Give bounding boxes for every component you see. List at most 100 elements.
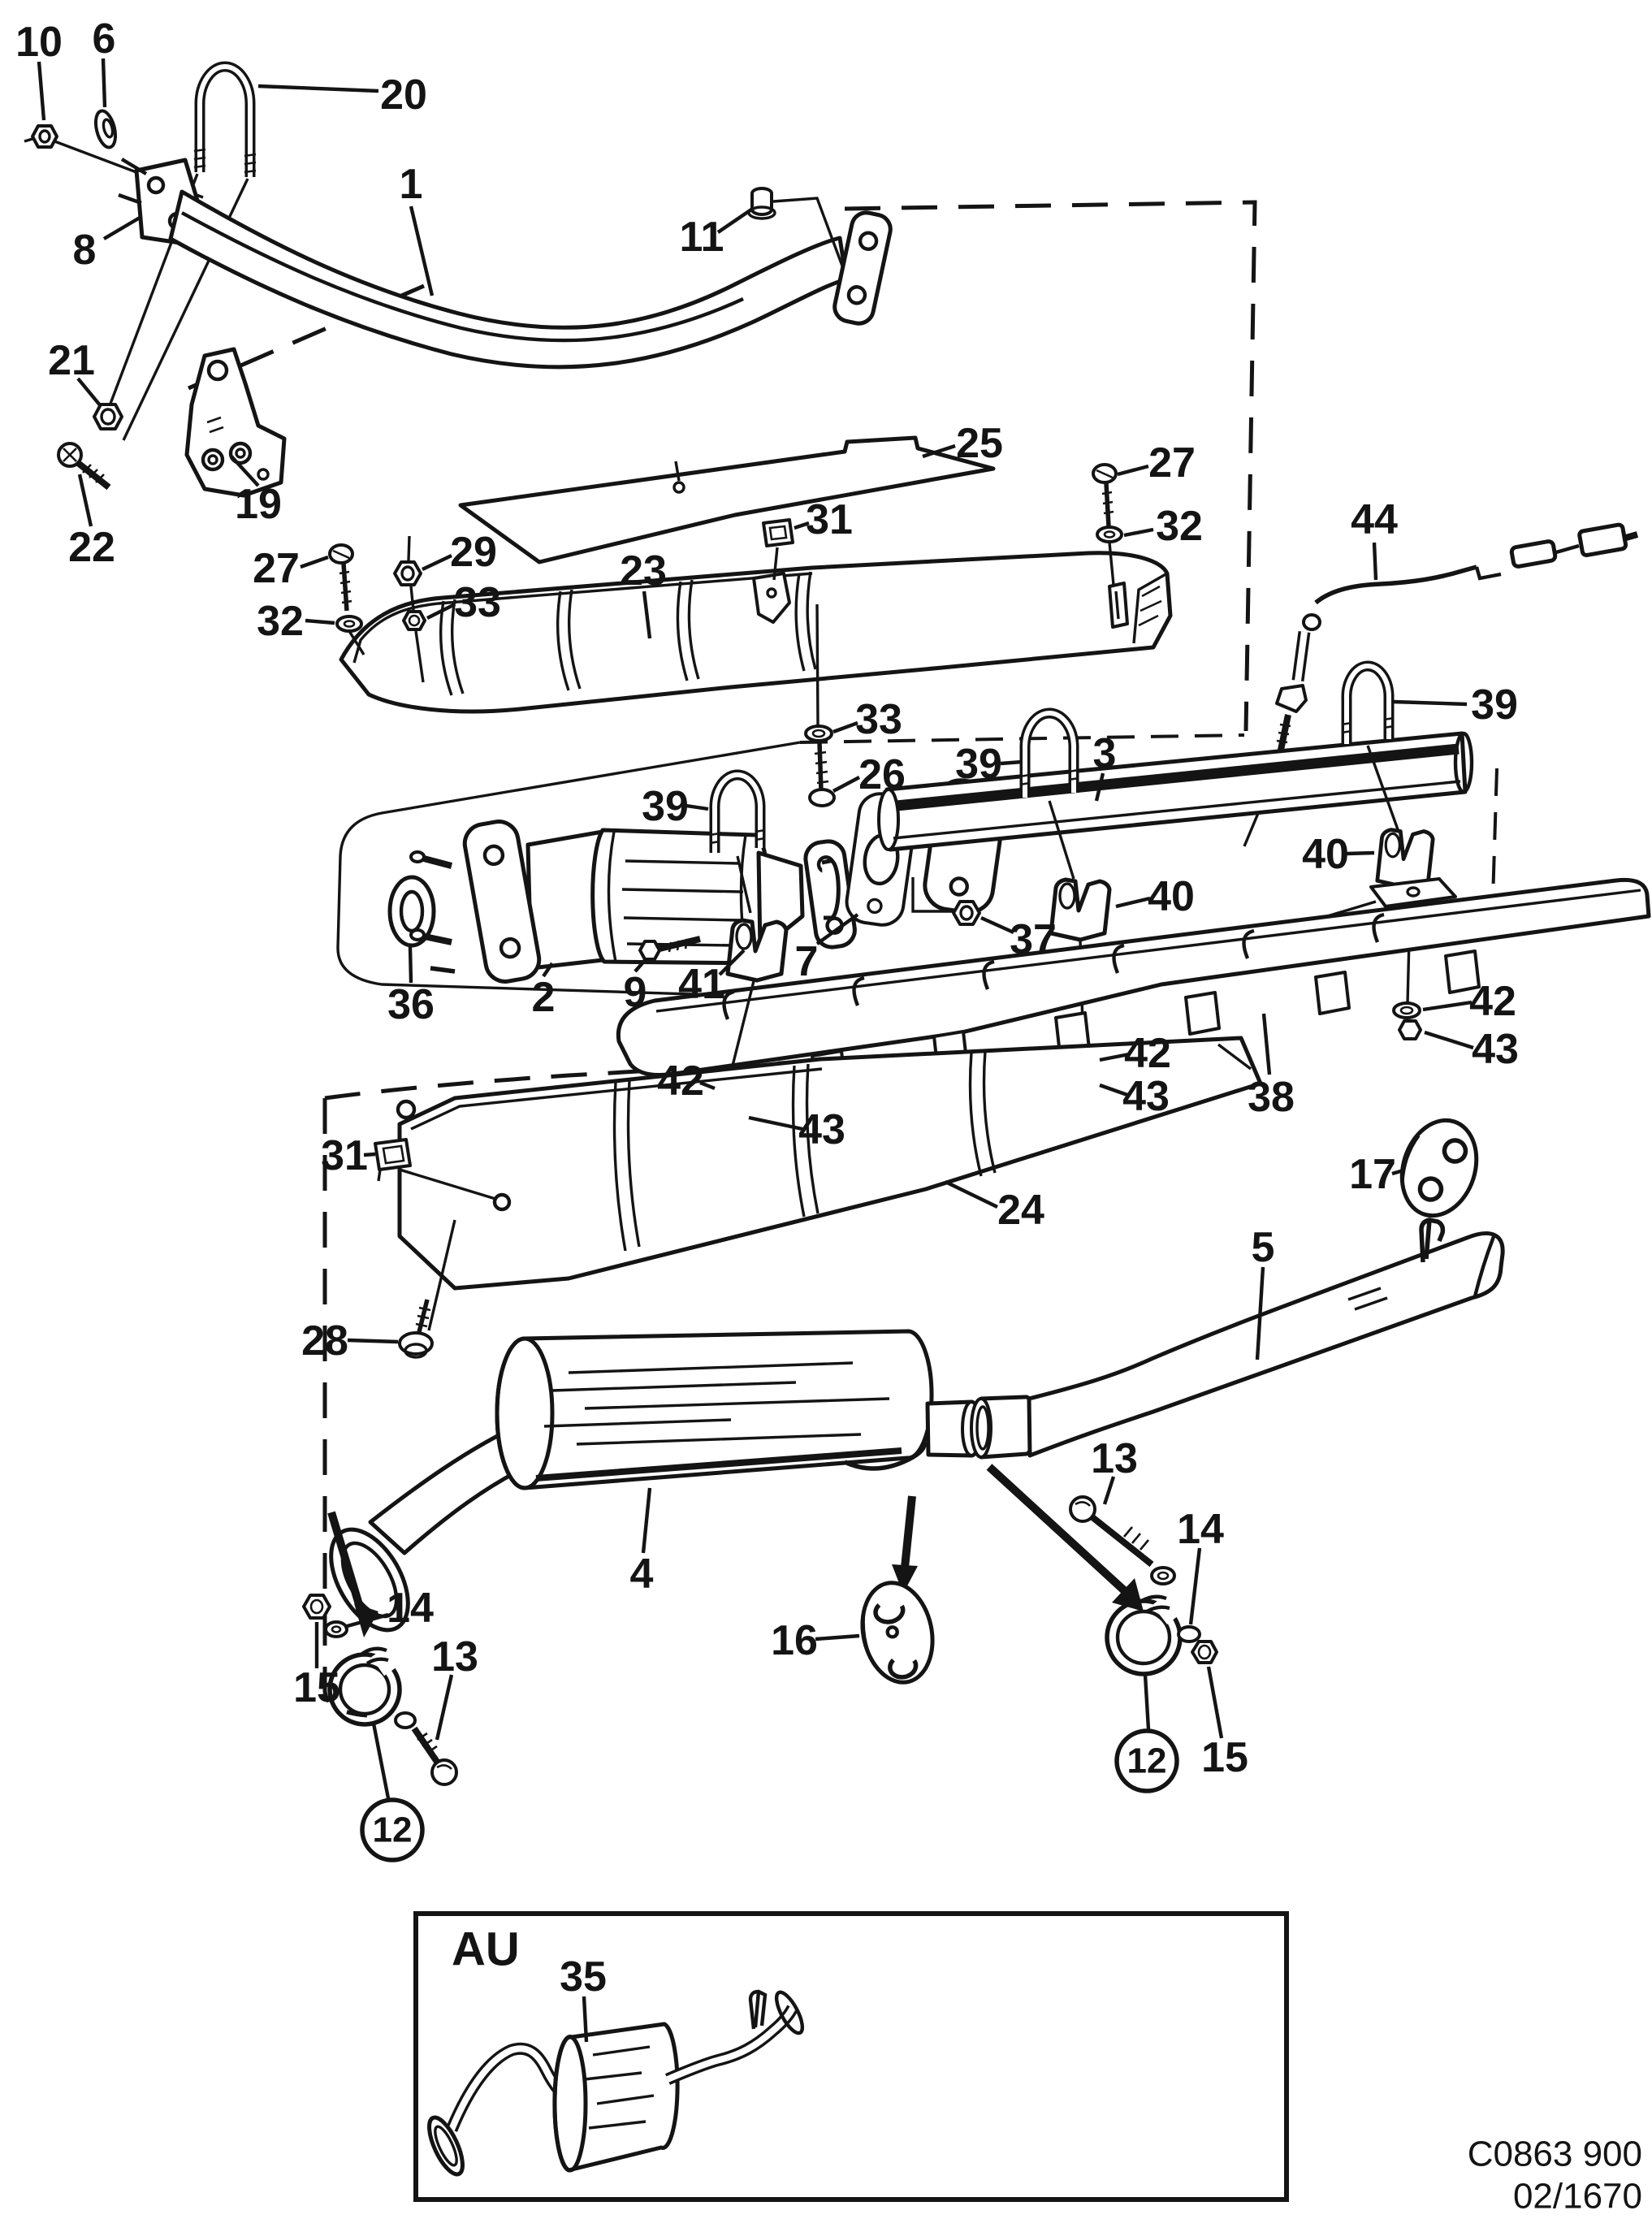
clip-nut-31-upper	[762, 518, 794, 547]
callout-13-right: 13	[1091, 1435, 1138, 1482]
callout-33-upper: 33	[454, 579, 501, 626]
callout-26: 26	[858, 751, 906, 798]
left-clamp-assembly	[302, 1594, 458, 1862]
center-muffler-group	[327, 1329, 1144, 1685]
callout-28: 28	[301, 1317, 348, 1365]
clamp-ring-12-left	[327, 1641, 407, 1727]
callouts: 10 6 20 1 11 8 21 19 22 27 32 29 33 23 3…	[15, 15, 1519, 2001]
callout-19: 19	[235, 481, 282, 528]
callout-24: 24	[997, 1187, 1044, 1234]
leader-lines	[37, 58, 1474, 2043]
washer-14-left-a	[324, 1620, 348, 1638]
callout-14-right: 14	[1177, 1506, 1224, 1553]
nut-37	[952, 900, 981, 926]
callout-4: 4	[630, 1551, 654, 1598]
pipe-5-collar	[970, 1395, 1037, 1460]
footer: C0863 900 02/1670	[1468, 2135, 1642, 2217]
callout-22: 22	[68, 524, 115, 571]
callout-11: 11	[680, 214, 724, 261]
callout-circle-12-right	[1114, 1728, 1179, 1793]
bolt-26	[808, 742, 836, 807]
callout-circle-12-left	[360, 1797, 425, 1862]
nut-21	[93, 403, 123, 430]
front-pipe-assembly	[24, 61, 893, 441]
clip-nut-31-lower	[374, 1138, 412, 1182]
callout-3: 3	[1093, 730, 1117, 777]
callout-43-right: 43	[1472, 1026, 1519, 1073]
callout-37: 37	[1010, 916, 1057, 963]
callout-6: 6	[93, 15, 116, 63]
washer-32-left	[335, 615, 363, 633]
callout-31-lower: 31	[321, 1132, 368, 1179]
callout-39-right: 39	[1471, 681, 1518, 729]
nut-29	[393, 560, 422, 586]
callout-8: 8	[73, 227, 97, 274]
callout-38: 38	[1248, 1074, 1295, 1121]
front-pipe-end-flange	[832, 210, 893, 326]
callout-15-right: 15	[1201, 1734, 1248, 1781]
callout-40-mid: 40	[1148, 873, 1195, 920]
plate-25	[458, 435, 996, 564]
bolt-9	[638, 936, 701, 961]
screw-27-left	[328, 543, 354, 612]
cat-studs	[409, 850, 456, 974]
muffler-4	[495, 1329, 934, 1490]
nut-15-right	[1191, 1640, 1218, 1664]
callout-42-mid: 42	[1124, 1030, 1171, 1077]
bolt-13-right	[1069, 1495, 1154, 1568]
callout-21: 21	[48, 337, 95, 384]
washer-32-right	[1096, 526, 1123, 543]
callout-42-right: 42	[1469, 978, 1516, 1025]
bolt-13-left	[411, 1726, 458, 1786]
callout-31-upper: 31	[806, 496, 853, 543]
callout-43-left: 43	[798, 1106, 845, 1153]
tailpipe-5	[1027, 1218, 1505, 1458]
callout-13-left: 13	[431, 1633, 478, 1680]
callout-43-mid: 43	[1122, 1073, 1170, 1120]
clamp-saddle-41	[725, 918, 789, 983]
catalytic-converter-group	[387, 769, 857, 984]
washer-33-mid	[804, 725, 833, 742]
u-bolt-39-cat	[709, 769, 766, 853]
rubber-hanger-17	[1399, 1118, 1479, 1218]
washer-14-right-b	[1177, 1625, 1201, 1643]
rear-muffler-35	[427, 1989, 805, 2177]
washer-14-left-b	[394, 1711, 417, 1729]
front-pipe-1	[168, 189, 849, 370]
callout-5: 5	[1252, 1224, 1275, 1271]
cat-outlet-stub	[821, 859, 841, 920]
callout-27-left: 27	[253, 545, 300, 592]
bolt-28	[398, 1299, 434, 1359]
footer-code: C0863 900	[1468, 2135, 1642, 2174]
clamp-saddle-40-right	[1375, 828, 1435, 889]
callout-10: 10	[15, 19, 63, 66]
nut-10	[24, 124, 58, 149]
clamp-plate-40	[1289, 877, 1457, 929]
callout-2: 2	[532, 974, 556, 1021]
au-inset	[413, 1911, 1289, 2202]
washer-6	[93, 109, 118, 149]
callout-33-mid: 33	[855, 696, 902, 743]
callout-42-left: 42	[657, 1058, 704, 1105]
callout-36: 36	[387, 981, 435, 1028]
callout-29: 29	[450, 529, 497, 576]
callout-12-left: 12	[373, 1810, 413, 1850]
footer-page: 02/1670	[1513, 2177, 1642, 2217]
callout-20: 20	[380, 71, 427, 119]
callout-27-right: 27	[1148, 439, 1196, 487]
callout-9: 9	[624, 969, 647, 1016]
u-bolt-39-mid	[1019, 707, 1079, 798]
callout-7: 7	[795, 938, 819, 985]
callout-16: 16	[771, 1617, 818, 1664]
callout-12-right: 12	[1127, 1741, 1167, 1781]
nut-15-left	[302, 1594, 331, 1620]
rubber-hanger-16	[860, 1581, 935, 1685]
cat-inlet-flange	[462, 820, 542, 984]
callout-39-cat: 39	[642, 783, 689, 830]
callout-32-left: 32	[257, 598, 304, 645]
nut-33-upper	[402, 610, 426, 631]
tailpipe-group	[1027, 1118, 1505, 1458]
clamp-saddle-40-mid	[1049, 877, 1112, 942]
bracket-19	[184, 347, 287, 498]
